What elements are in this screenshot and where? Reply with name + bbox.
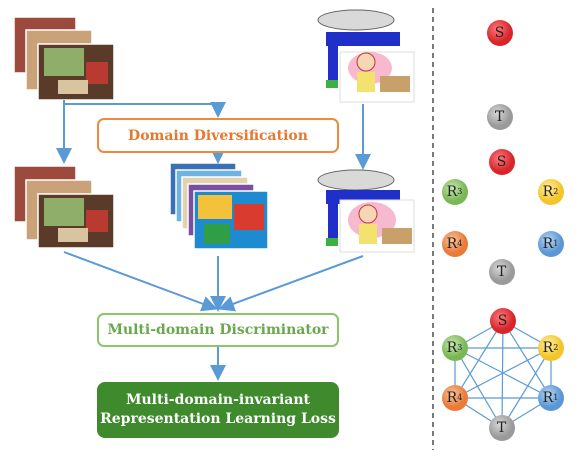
- node-text: R: [542, 235, 554, 252]
- domain-diversification-box: Domain Diversification: [97, 118, 339, 153]
- node-target-2: [489, 259, 515, 285]
- node-text: R: [446, 339, 458, 356]
- domain-graph-edges: [454, 320, 552, 429]
- node-text: T: [496, 263, 507, 280]
- node-r1-2: [538, 231, 564, 257]
- source-image-stack-middle: [13, 165, 115, 249]
- node-text: R: [542, 389, 554, 406]
- node-subscript: 3: [457, 187, 463, 196]
- node-r4-3: [442, 385, 468, 411]
- node-r3-3: [442, 335, 468, 361]
- node-text: S: [496, 153, 507, 170]
- diversified-image-stack: [169, 162, 269, 250]
- node-text: S: [497, 312, 508, 329]
- target-cartoon-middle: [317, 169, 415, 253]
- node-label-target-2: T: [489, 259, 514, 284]
- node-subscript: 4: [457, 393, 463, 402]
- flow-arrows: [56, 100, 371, 381]
- node-text: R: [446, 183, 458, 200]
- node-text: T: [494, 108, 505, 125]
- node-source-2: [489, 149, 515, 175]
- node-r4-2: [442, 231, 468, 257]
- node-target-3: [489, 415, 515, 441]
- node-label-target-1: T: [487, 104, 512, 129]
- node-r2-2: [538, 179, 564, 205]
- node-subscript: 3: [457, 343, 463, 352]
- loss-label-line2: Representation Learning Loss: [100, 411, 336, 427]
- node-text: R: [542, 183, 554, 200]
- node-label-source-2: S: [489, 149, 514, 174]
- multi-domain-discriminator-label: Multi-domain Discriminator: [107, 322, 329, 338]
- node-source-3: [490, 308, 516, 334]
- target-cartoon-top: [317, 9, 415, 103]
- node-text: T: [496, 419, 507, 436]
- node-label-target-3: T: [489, 415, 514, 440]
- node-text: S: [494, 24, 505, 41]
- node-text: R: [446, 389, 458, 406]
- node-text: R: [446, 235, 458, 252]
- node-source-1: [487, 20, 513, 46]
- node-subscript: 1: [553, 393, 559, 402]
- node-subscript: 4: [457, 239, 463, 248]
- loss-box: Multi-domain-invariant Representation Le…: [97, 382, 339, 438]
- node-subscript: 2: [553, 343, 559, 352]
- loss-label-line1: Multi-domain-invariant: [125, 392, 311, 408]
- multi-domain-discriminator-box: Multi-domain Discriminator: [97, 313, 339, 347]
- node-text: R: [542, 339, 554, 356]
- node-target-1: [487, 104, 513, 130]
- node-label-source-3: S: [490, 308, 515, 333]
- node-r3-2: [442, 179, 468, 205]
- node-r1-3: [538, 385, 564, 411]
- domain-diversification-label: Domain Diversification: [128, 127, 308, 144]
- node-subscript: 1: [553, 239, 559, 248]
- node-label-source-1: S: [487, 20, 512, 45]
- source-image-stack-top: [13, 16, 115, 101]
- node-subscript: 2: [553, 187, 559, 196]
- node-r2-3: [538, 335, 564, 361]
